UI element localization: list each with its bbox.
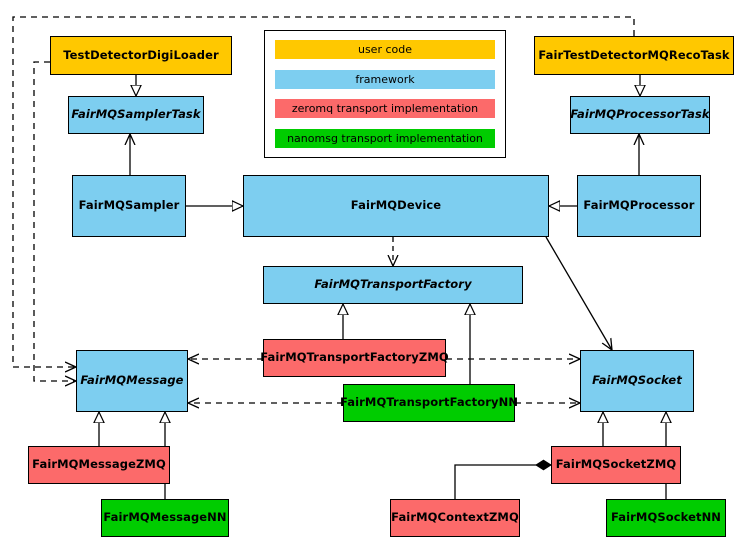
class-node-fairmqtransportfactoryzmq[interactable]: FairMQTransportFactoryZMQ <box>260 339 449 377</box>
class-node-testdetectordigiloader[interactable]: TestDetectorDigiLoader <box>50 36 232 75</box>
legend-item-nanomsg: nanomsg transport implementation <box>275 128 495 148</box>
class-node-fairmqtransportfactory[interactable]: FairMQTransportFactory <box>263 266 523 304</box>
legend-item-framework: framework <box>275 69 495 89</box>
class-node-fairmqsampler[interactable]: FairMQSampler <box>72 175 186 237</box>
edge-socketzmq-contextzmq <box>454 459 552 499</box>
class-node-fairmqmessagezmq[interactable]: FairMQMessageZMQ <box>28 446 170 484</box>
legend-panel: user code framework zeromq transport imple… <box>264 30 506 158</box>
class-node-fairmqsocketzmq[interactable]: FairMQSocketZMQ <box>551 446 681 484</box>
class-node-fairmqtransportfactorynn[interactable]: FairMQTransportFactoryNN <box>340 384 518 422</box>
class-node-fairmqmessage[interactable]: FairMQMessage <box>76 350 188 412</box>
class-node-fairmqsocketnn[interactable]: FairMQSocketNN <box>606 499 726 537</box>
legend-item-user-code: user code <box>275 40 495 59</box>
class-node-fairtestdetectormqrecotask[interactable]: FairTestDetectorMQRecoTask <box>534 36 734 75</box>
class-node-fairmqprocessortask[interactable]: FairMQProcessorTask <box>570 96 710 134</box>
edge-device-socket <box>545 236 612 350</box>
class-node-fairmqcontextzmq[interactable]: FairMQContextZMQ <box>390 499 520 537</box>
class-node-fairmqsamplertask[interactable]: FairMQSamplerTask <box>68 96 204 134</box>
class-node-fairmqdevice[interactable]: FairMQDevice <box>243 175 549 237</box>
legend-item-zeromq: zeromq transport implementation <box>275 99 495 119</box>
class-node-fairmqprocessor[interactable]: FairMQProcessor <box>577 175 701 237</box>
class-node-fairmqsocket[interactable]: FairMQSocket <box>580 350 694 412</box>
class-node-fairmqmessagenn[interactable]: FairMQMessageNN <box>101 499 229 537</box>
